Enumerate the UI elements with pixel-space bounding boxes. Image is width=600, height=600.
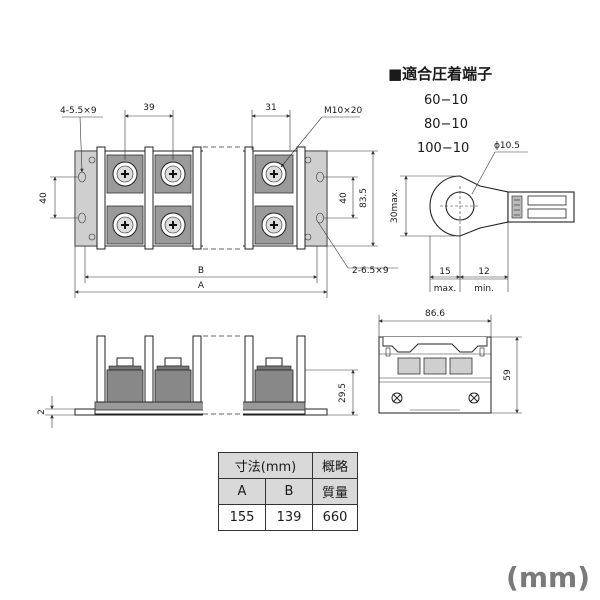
- mount-hole: [316, 212, 324, 224]
- dim-a-label: A: [198, 281, 205, 291]
- front-barrier: [144, 335, 154, 403]
- front-screw-stack: [254, 357, 294, 403]
- front-barrier: [244, 335, 254, 403]
- screw-head: [160, 212, 186, 238]
- front-barrier: [192, 335, 202, 403]
- side-bolt: [391, 392, 403, 404]
- side-bolt: [468, 392, 480, 404]
- dimension-table: 寸法(mm) 概略 A B 質量 155 139 660: [218, 452, 358, 531]
- dim-12-label: 12: [478, 267, 489, 277]
- front-screw-stack: [154, 357, 192, 403]
- dim-12-sub-label: min.: [474, 284, 494, 294]
- screw-head: [112, 212, 138, 238]
- crimp-terminal-shape: [429, 175, 575, 237]
- table-header-dims: 寸法(mm): [218, 452, 313, 479]
- barrier-wall: [296, 146, 306, 250]
- height-right-inner-label: 40: [339, 192, 349, 204]
- break-gap: [203, 140, 243, 252]
- table-col-a: A: [218, 478, 266, 505]
- barrier-wall: [192, 146, 202, 250]
- side-block: [449, 357, 473, 375]
- screw-size-label: M10×20: [324, 106, 362, 116]
- table-col-b: B: [265, 478, 313, 505]
- front-view: 2 29.5: [37, 330, 358, 428]
- table-header-mass-1: 概略: [312, 452, 358, 479]
- crimp-terminal-section: ■適合圧着端子 60−10 80−10 100−10 ϕ10.5 30max.: [388, 65, 575, 294]
- terminal-size-1: 60−10: [424, 93, 468, 108]
- terminal-size-3: 100−10: [417, 141, 469, 156]
- base-end-left: [74, 150, 98, 247]
- base-end-right: [304, 150, 328, 247]
- table-value-b: 139: [265, 504, 313, 531]
- front-base-block: [94, 401, 306, 411]
- screw-head: [261, 212, 287, 238]
- front-barrier: [96, 335, 106, 403]
- table-header-mass-2: 質量: [312, 478, 358, 505]
- base-screw: [88, 233, 96, 241]
- screw-head: [261, 161, 287, 187]
- barrier-wall: [244, 146, 254, 250]
- barrier-wall: [144, 146, 154, 250]
- mount-hole: [316, 171, 324, 183]
- front-barrier: [296, 335, 306, 403]
- front-screw-stack: [106, 357, 144, 403]
- table-value-a: 155: [218, 504, 266, 531]
- front-height-label: 29.5: [338, 383, 348, 403]
- base-screw: [88, 156, 96, 164]
- height-left-label: 40: [39, 192, 49, 204]
- terminal-title: ■適合圧着端子: [388, 65, 492, 83]
- side-height-label: 59: [503, 369, 513, 381]
- terminal-size-2: 80−10: [424, 117, 468, 132]
- side-width-label: 86.6: [425, 309, 445, 319]
- slot-label: 2-6.5×9: [352, 266, 389, 276]
- terminal-width-label: 30max.: [390, 189, 400, 223]
- mount-hole: [78, 212, 86, 224]
- unit-label: (mm): [506, 561, 590, 594]
- dim-b-label: B: [198, 266, 204, 276]
- dim-15-sub-label: max.: [434, 284, 456, 294]
- pitch-right-label: 31: [265, 103, 276, 113]
- top-view: 39 31 4-5.5×9 M10×20 40 40 83.5 2-6.5×9: [39, 103, 398, 298]
- dim-15-label: 15: [439, 267, 450, 277]
- base-thickness-label: 2: [37, 409, 47, 415]
- table-value-mass: 660: [312, 504, 358, 531]
- hole-diameter-label: ϕ10.5: [494, 141, 520, 151]
- hole-label: 4-5.5×9: [60, 106, 97, 116]
- side-view: 86.6 59: [378, 309, 522, 414]
- barrier-wall: [96, 146, 106, 250]
- side-block: [397, 357, 421, 375]
- screw-head: [160, 161, 186, 187]
- screw-head: [112, 161, 138, 187]
- side-block: [423, 357, 447, 375]
- height-right-outer-label: 83.5: [359, 188, 369, 208]
- pitch-left-label: 39: [143, 103, 155, 113]
